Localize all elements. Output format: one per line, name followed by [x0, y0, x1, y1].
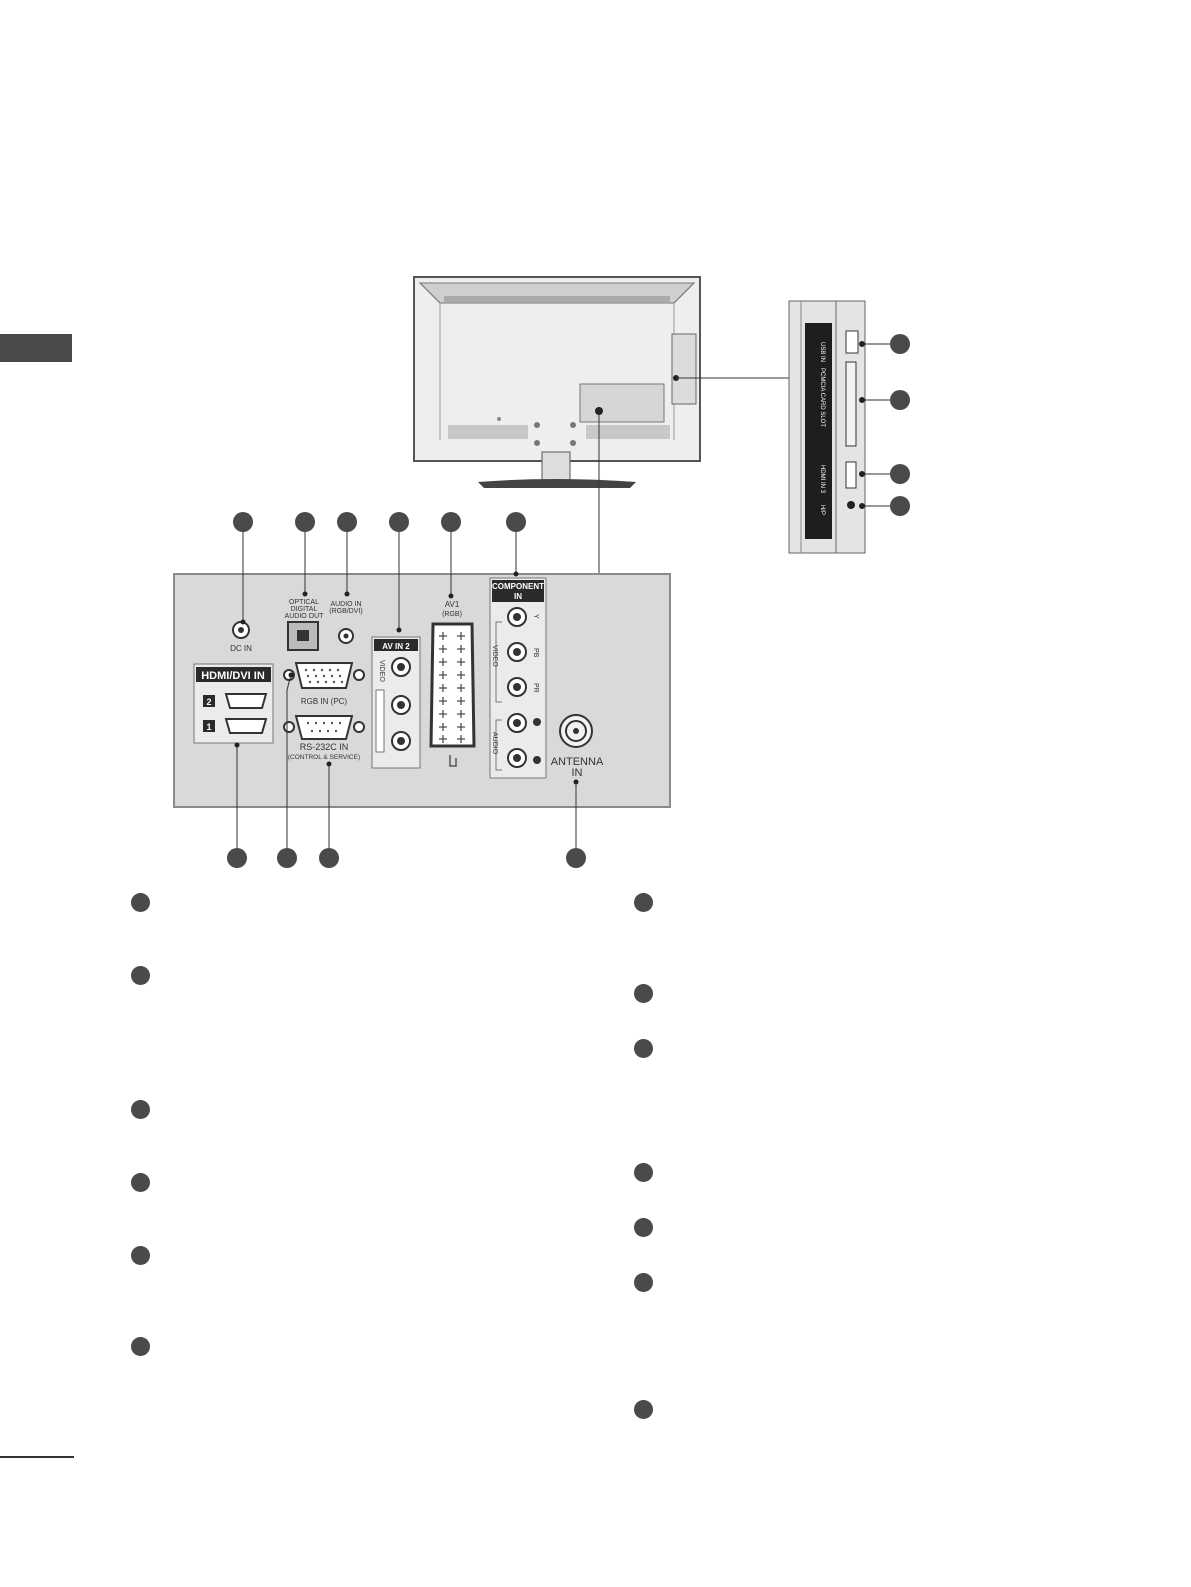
- optical-port: [287, 621, 319, 651]
- side-panel: USB IN PCMCIA CARD SLOT HDMI IN 3 H/P: [788, 300, 866, 554]
- pcmcia-slot: [845, 361, 857, 447]
- optical-label-2: DIGITAL: [291, 606, 318, 613]
- component-audio-label: AUDIO: [491, 732, 498, 755]
- hdmi-dvi-in-label: HDMI/DVI IN: [201, 670, 265, 682]
- side-usb-label: USB IN: [819, 342, 825, 362]
- description-bullet: [634, 1039, 653, 1058]
- description-bullet: [634, 1400, 653, 1419]
- component-y-label: Y: [532, 614, 539, 619]
- bottom-callouts: [227, 672, 586, 868]
- optical-label-3: AUDIO OUT: [285, 613, 325, 620]
- side-pcmcia-label: PCMCIA CARD SLOT: [819, 368, 825, 427]
- description-bullet: [131, 1173, 150, 1192]
- description-bullet: [634, 1218, 653, 1237]
- usb-port: [845, 330, 859, 354]
- component-label-1: COMPONENT: [492, 582, 544, 591]
- description-bullet: [131, 1246, 150, 1265]
- rear-connection-panel: DC IN OPTICAL DIGITAL AUDIO OUT AUDIO IN…: [173, 573, 671, 808]
- rs232c-sublabel: (CONTROL & SERVICE): [288, 754, 360, 761]
- description-bullet: [131, 893, 150, 912]
- audio-in-label-1: AUDIO IN: [330, 601, 361, 608]
- component-label-2: IN: [514, 592, 522, 601]
- audio-in-label-2: (RGB/DVI): [329, 608, 362, 615]
- description-bullet: [131, 1100, 150, 1119]
- description-bullet: [634, 893, 653, 912]
- description-bullet: [131, 1337, 150, 1356]
- component-video-label: VIDEO: [491, 645, 498, 667]
- section-tab-marker: [0, 334, 72, 362]
- hdmi-port-2: [224, 693, 268, 709]
- hdmi-port-2-label: 2: [206, 697, 211, 707]
- description-bullet: [131, 966, 150, 985]
- hdmi-port-1: [224, 718, 268, 734]
- component-pb-label: PB: [532, 648, 539, 658]
- av-in-2-video-label: VIDEO: [378, 660, 385, 682]
- rgb-in-label: RGB IN (PC): [301, 697, 348, 706]
- dc-in-label: DC IN: [230, 644, 252, 653]
- side-hdmi-label: HDMI IN 3: [819, 465, 825, 494]
- av1-label-2: (RGB): [442, 611, 462, 618]
- side-callouts: [859, 334, 910, 516]
- side-hdmi-port: [845, 461, 857, 489]
- side-hp-label: H/P: [819, 505, 825, 515]
- antenna-label-1: ANTENNA: [551, 756, 604, 768]
- component-pr-label: PR: [532, 683, 539, 693]
- antenna-label-2: IN: [572, 767, 583, 779]
- headphone-jack: [847, 501, 855, 509]
- rs232c-label: RS-232C IN: [300, 742, 349, 752]
- av1-label-1: AV1: [445, 600, 460, 609]
- rs232c-port: [294, 715, 354, 740]
- footer-rule: [0, 1456, 74, 1458]
- top-callouts: [233, 512, 526, 633]
- hdmi-port-1-label: 1: [206, 722, 211, 732]
- description-bullet: [634, 984, 653, 1003]
- optical-label-1: OPTICAL: [289, 599, 319, 606]
- scart-port: [429, 622, 476, 748]
- description-bullet: [634, 1273, 653, 1292]
- description-bullet: [634, 1163, 653, 1182]
- av-in-2-label: AV IN 2: [382, 642, 410, 651]
- tv-rear-illustration: [413, 276, 701, 488]
